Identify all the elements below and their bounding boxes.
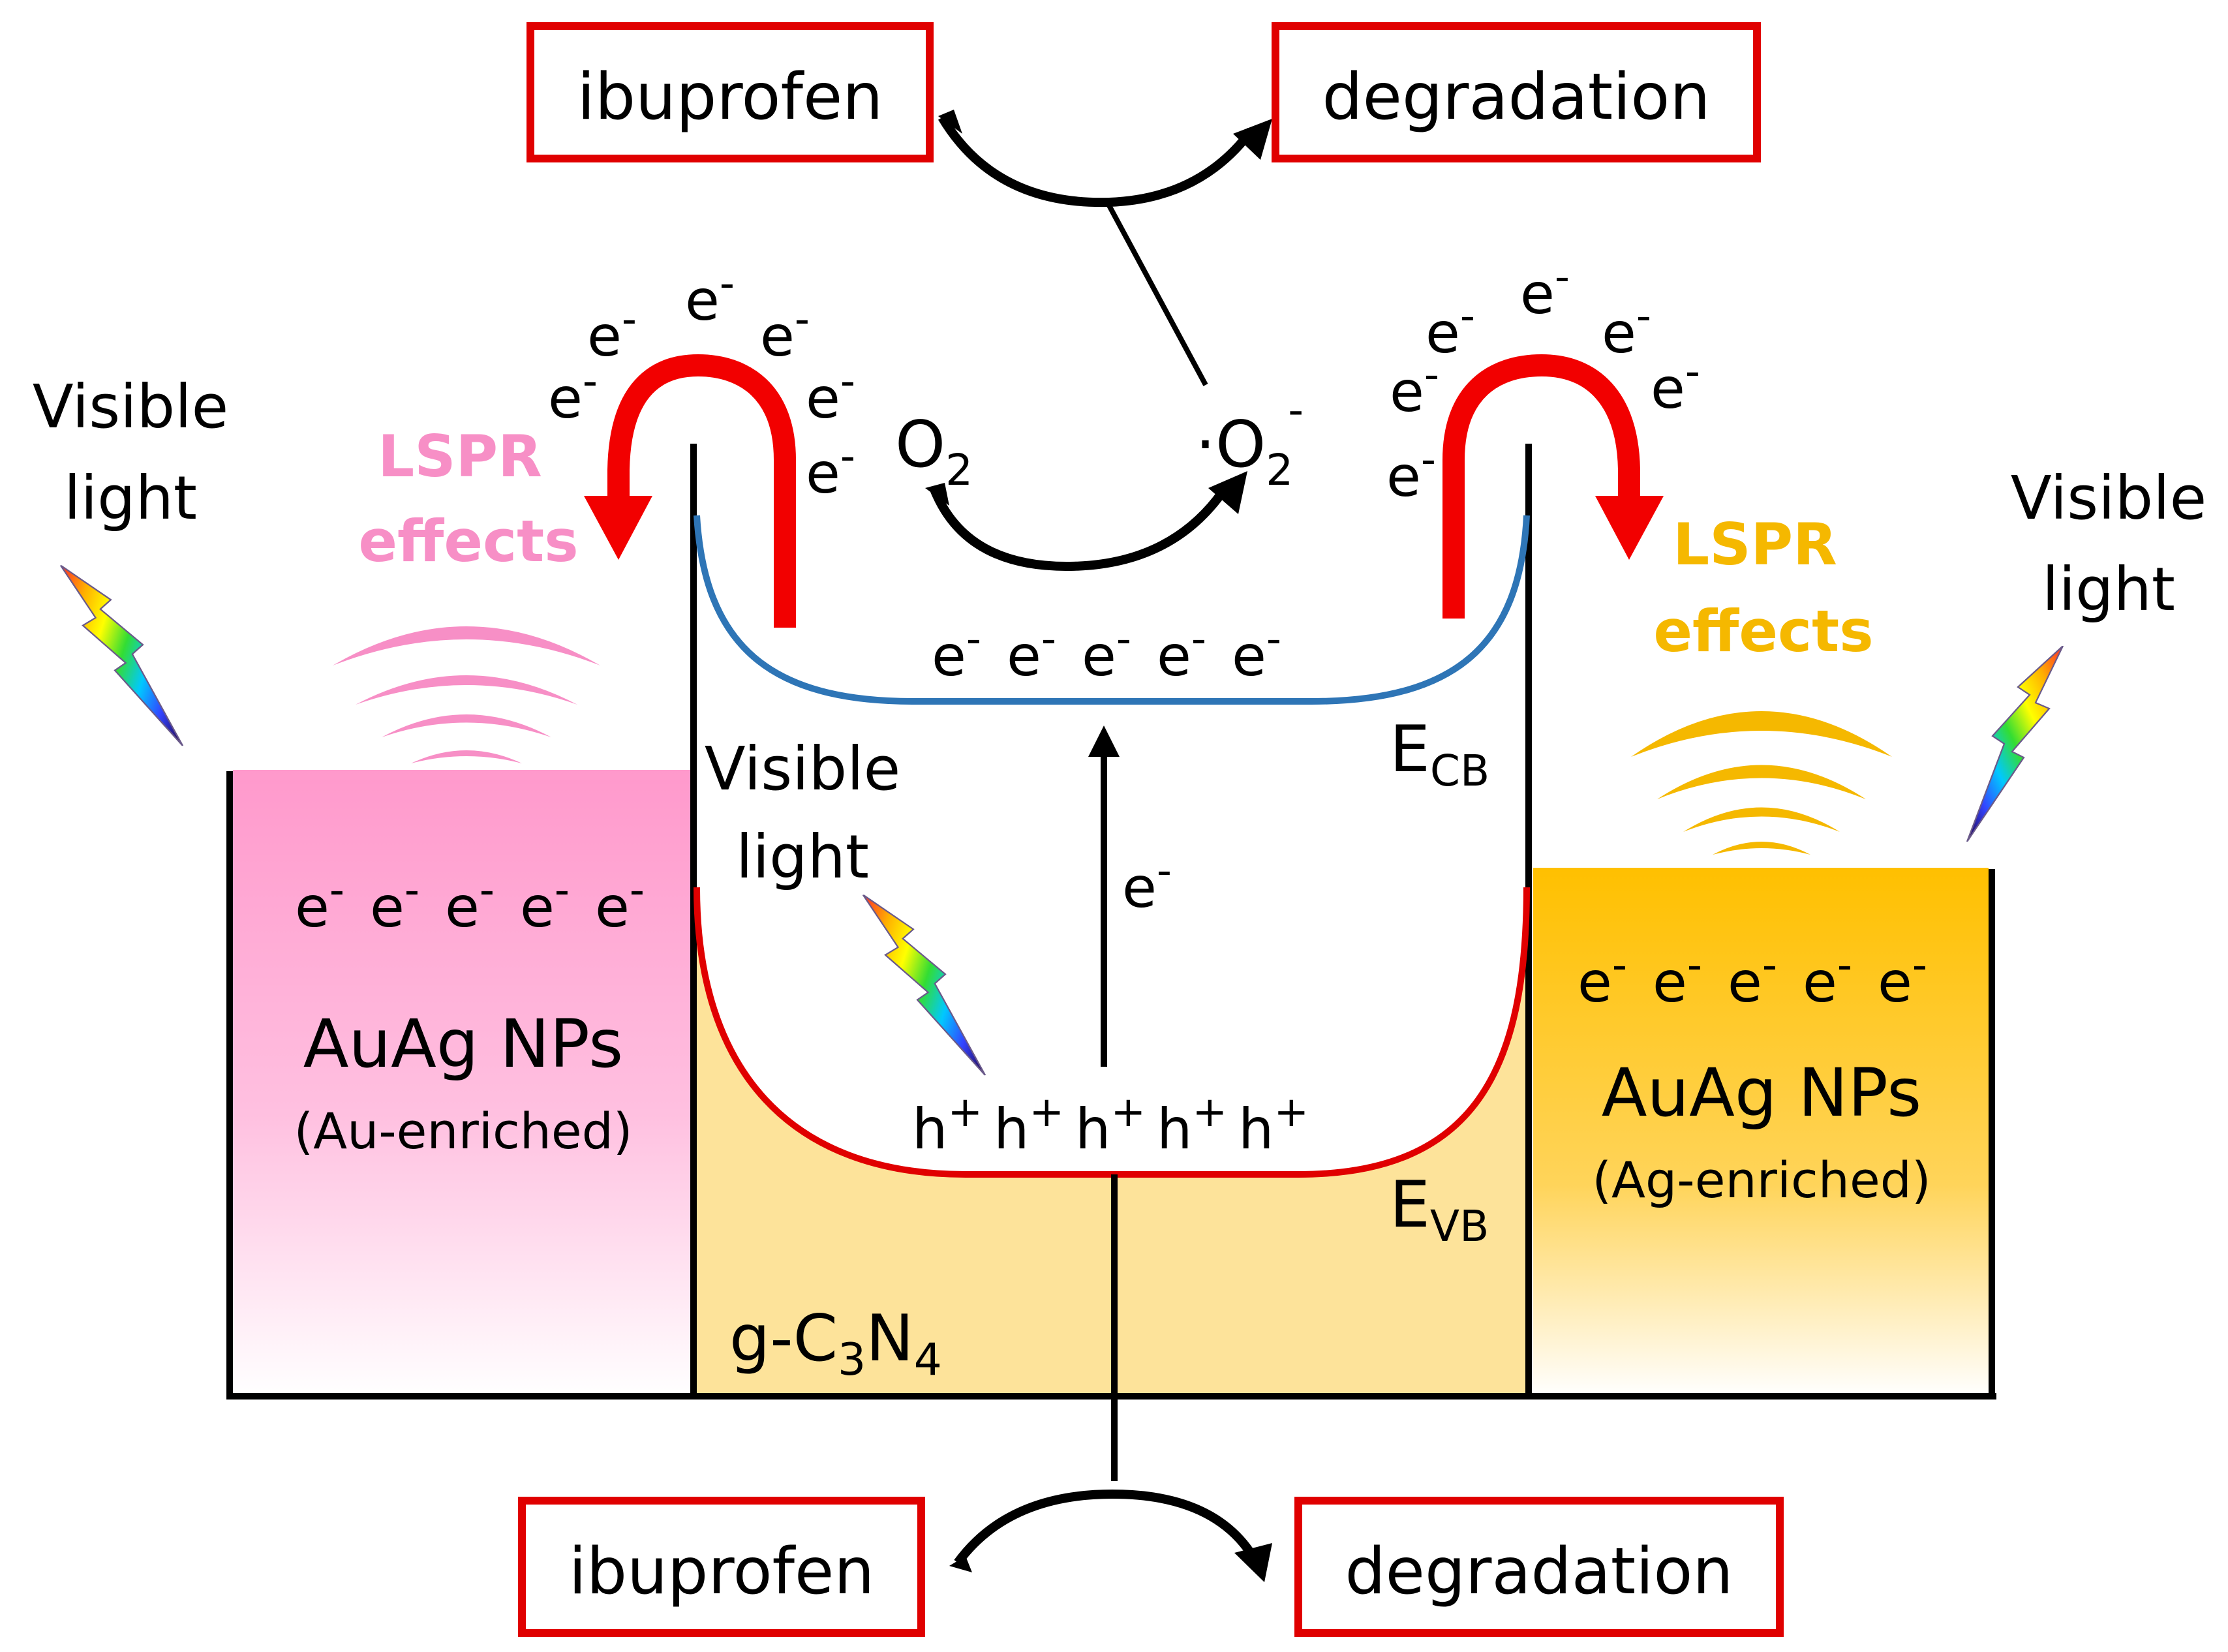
bottom-degradation-arrow <box>954 1489 1257 1566</box>
right-lspr-arrowhead <box>1595 496 1664 560</box>
electron-label: e- <box>1157 615 1206 689</box>
lightning-bolt-icon-left <box>61 552 183 759</box>
electron-label: e- <box>1386 436 1436 510</box>
electron-label: e- <box>520 866 570 940</box>
electron-label: e- <box>1520 253 1570 327</box>
gcn-label: g-C3N4 <box>729 1302 942 1386</box>
electron-label: e- <box>1122 847 1172 921</box>
visible-light-center-line2: light <box>736 822 869 892</box>
visible-light-left-line2: light <box>64 463 197 533</box>
auag-left-title: AuAg NPs <box>303 1005 624 1083</box>
lightning-bolt-icon-center <box>863 881 985 1089</box>
degradation-bottom-label: degradation <box>1345 1535 1733 1609</box>
electron-label: e- <box>587 296 637 369</box>
electron-label: e- <box>1653 941 1702 1015</box>
top-degradation-arrow <box>938 115 1255 207</box>
valence-band-curve <box>694 887 1530 1178</box>
electron-label: e- <box>370 866 420 940</box>
svg-text:h+: h+ <box>1157 1088 1227 1162</box>
ecb-label: ECB <box>1390 712 1489 796</box>
degradation-bottom-box <box>1294 1497 1784 1637</box>
degradation-top-box <box>1272 22 1761 162</box>
hole-row: h+ h+ h+ h+ h+ <box>912 1088 1309 1162</box>
ibuprofen-top-label: ibuprofen <box>577 60 883 134</box>
au-enriched-block <box>233 770 692 1396</box>
electron-label: e- <box>1232 615 1281 689</box>
svg-text:h+: h+ <box>912 1088 983 1162</box>
oxygen-label: O2 <box>895 408 973 495</box>
electron-label: e- <box>1803 941 1852 1015</box>
lightning-bolt-icon-right <box>1967 646 2063 842</box>
bottom-degradation-arrowhead <box>1234 1543 1272 1582</box>
svg-text:h+: h+ <box>1075 1088 1146 1162</box>
electron-label: e- <box>1007 615 1056 689</box>
electron-label: e- <box>760 296 810 369</box>
electron-label: e- <box>1728 941 1777 1015</box>
electron-label: e- <box>295 866 344 940</box>
conduction-band-curve <box>694 515 1530 705</box>
excitation-arrowhead <box>1088 726 1120 757</box>
ag-enriched-block <box>1533 868 1989 1396</box>
electron-label: e- <box>1651 348 1700 421</box>
oxygen-reduction-arrow <box>930 483 1230 572</box>
electron-label: e- <box>1602 292 1651 366</box>
left-lspr-arrow <box>607 354 796 628</box>
visible-light-left-line1: Visible <box>33 372 229 442</box>
electron-label: e- <box>1390 351 1439 425</box>
degradation-top-label: degradation <box>1322 60 1710 134</box>
oxygen-reduction-arrowhead <box>1208 471 1247 514</box>
lspr-right-line1: LSPR <box>1673 511 1837 578</box>
lspr-right-line2: effects <box>1653 598 1873 665</box>
electron-label: e- <box>1578 941 1627 1015</box>
auag-right-title: AuAg NPs <box>1602 1054 1922 1132</box>
electron-label: e- <box>1082 615 1131 689</box>
electron-label: e- <box>595 866 645 940</box>
ibuprofen-bottom-box <box>518 1497 925 1637</box>
visible-light-center-line1: Visible <box>705 734 901 804</box>
electron-labels: e-e-e-e-e-e-e-e-e-e-e-e-e-e-e-e-e-e-e-e-… <box>295 253 1927 1015</box>
right-lspr-arrow <box>1442 354 1640 619</box>
svg-text:h+: h+ <box>1238 1088 1309 1162</box>
electron-label: e- <box>685 260 735 333</box>
ibuprofen-bottom-label: ibuprofen <box>569 1535 875 1609</box>
lspr-left-line1: LSPR <box>378 423 542 490</box>
electron-label: e- <box>1426 292 1475 366</box>
top-degradation-arrowhead <box>1233 119 1272 160</box>
superoxide-label: ·O2- <box>1195 385 1304 495</box>
auag-left-subtitle: (Au-enriched) <box>294 1102 632 1160</box>
superoxide-link-line <box>1106 204 1208 386</box>
lspr-wave-icon-left <box>333 626 600 763</box>
electron-label: e- <box>1878 941 1927 1015</box>
gcn-fill <box>697 887 1527 1396</box>
visible-light-right-line2: light <box>2042 555 2175 624</box>
electron-label: e- <box>806 433 855 506</box>
electron-label: e- <box>445 866 495 940</box>
lspr-wave-icon-right <box>1631 711 1892 855</box>
svg-text:h+: h+ <box>994 1088 1064 1162</box>
auag-right-subtitle: (Ag-enriched) <box>1592 1151 1930 1209</box>
electron-label: e- <box>806 358 855 431</box>
electron-label: e- <box>548 358 598 431</box>
electron-label: e- <box>932 615 981 689</box>
ibuprofen-top-box <box>526 22 934 162</box>
visible-light-right-line1: Visible <box>2011 463 2207 533</box>
lspr-left-line2: effects <box>358 508 578 575</box>
evb-label: EVB <box>1390 1168 1489 1251</box>
left-lspr-arrowhead <box>584 496 652 560</box>
